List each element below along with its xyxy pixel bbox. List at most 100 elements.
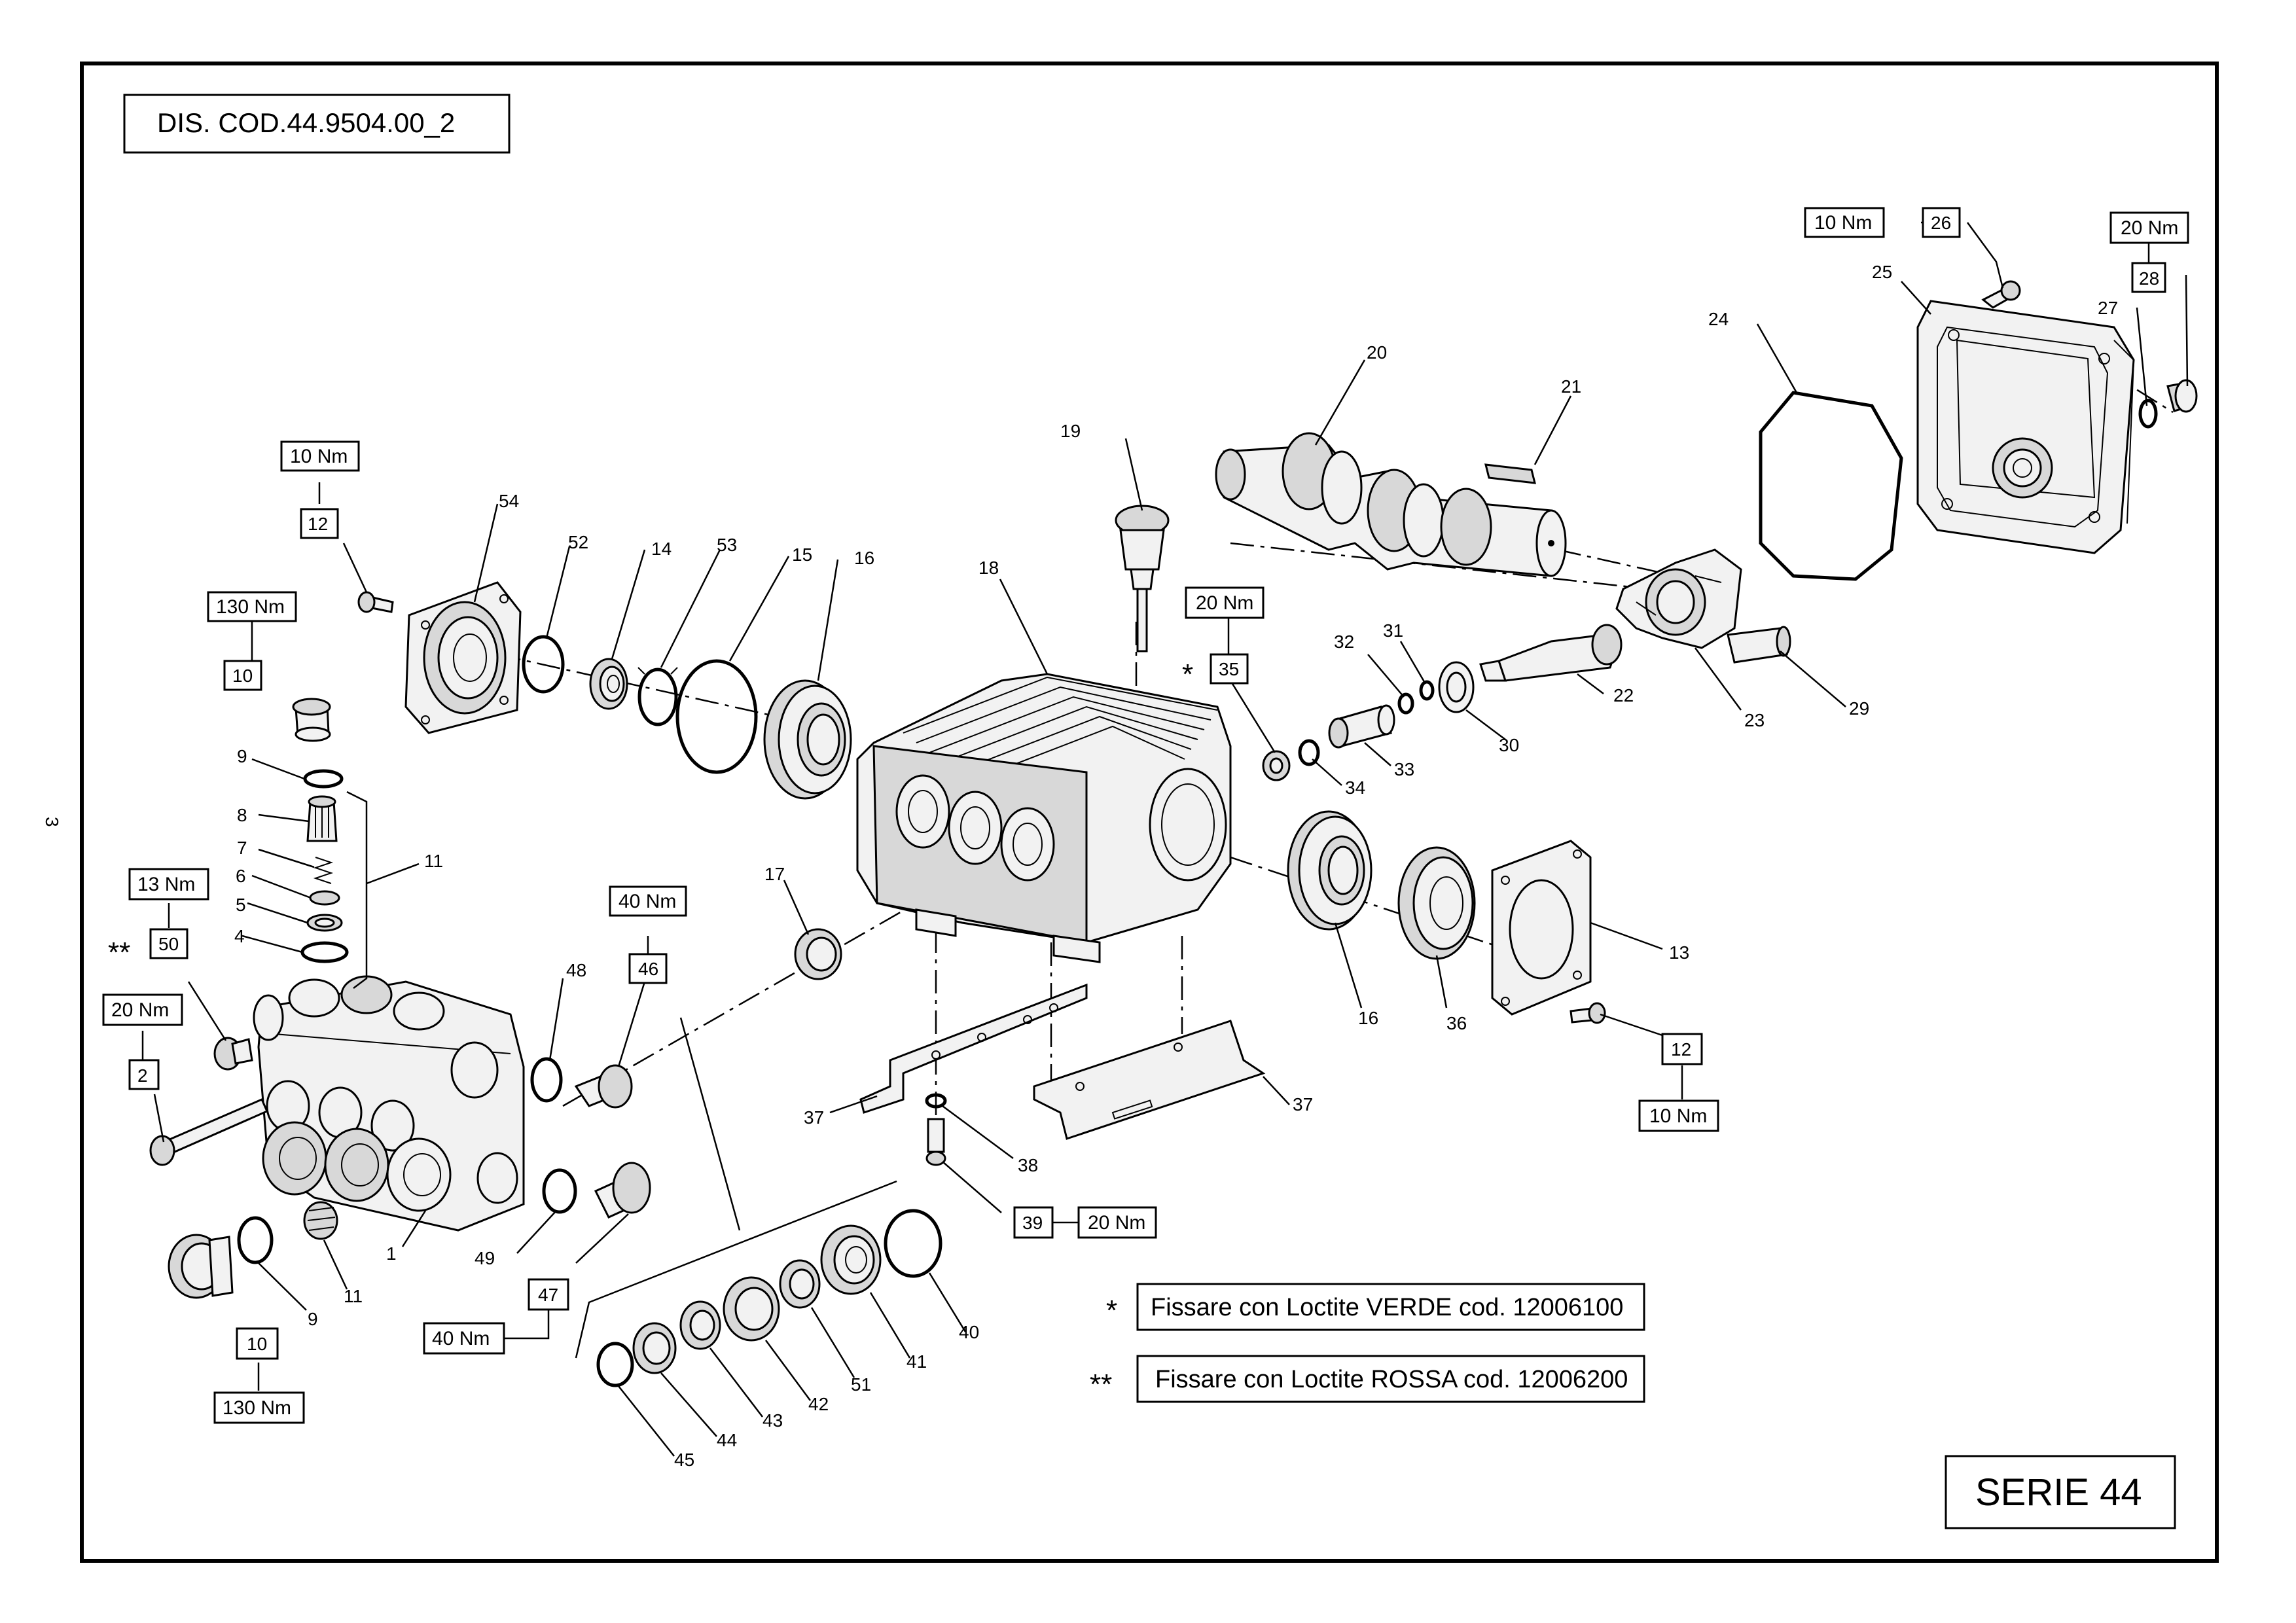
valve-spring (313, 857, 334, 884)
drawing-code: DIS. COD.44.9504.00_2 (157, 107, 455, 138)
part-label-48: 48 (566, 960, 586, 980)
part-label-17: 17 (764, 864, 785, 884)
crankshaft (1215, 432, 1567, 577)
torque-2: 20 Nm (111, 999, 169, 1021)
shaft-seal (1397, 846, 1476, 960)
seal-group-bracket (575, 1180, 897, 1359)
bearing-cover (404, 581, 522, 734)
side-flange (1491, 840, 1592, 1016)
part-label-11-bottom: 11 (344, 1286, 363, 1306)
part-label-20: 20 (1367, 342, 1387, 363)
wrist-pin (1727, 626, 1791, 664)
torque-35: 20 Nm (1196, 592, 1253, 614)
seal-42 (723, 1276, 780, 1342)
foot-screw (925, 1118, 946, 1166)
valve-cage (306, 795, 338, 842)
part-label-52: 52 (568, 532, 588, 552)
part-label-14: 14 (651, 539, 672, 559)
part-label-18: 18 (978, 558, 999, 578)
piston-guide (1479, 624, 1623, 682)
washer-34 (1298, 739, 1320, 766)
seal-43 (679, 1300, 721, 1350)
small-ring-31 (1419, 680, 1435, 701)
part-label-10-top: 10 (232, 666, 253, 686)
pump-head (253, 975, 525, 1232)
part-label-26: 26 (1931, 213, 1951, 233)
torque-10-bottom: 130 Nm (223, 1397, 291, 1419)
part-label-34: 34 (1345, 777, 1365, 798)
o-ring-9-top (303, 769, 344, 789)
bearing-left (763, 679, 852, 800)
part-label-39: 39 (1022, 1213, 1043, 1233)
part-label-37-left: 37 (804, 1107, 824, 1128)
valve-plug-bottom (168, 1234, 234, 1299)
part-label-6: 6 (236, 866, 246, 886)
cover-screw-12 (357, 591, 394, 613)
valve-plate (309, 890, 340, 906)
note-1-box (1136, 1283, 1645, 1331)
seal-41 (820, 1224, 882, 1295)
cover-screw (1981, 280, 2021, 309)
series-label: SERIE 44 (1975, 1471, 2142, 1514)
part-label-11-top: 11 (424, 851, 443, 871)
note-1-symbol: * (1106, 1294, 1117, 1327)
part-label-41: 41 (906, 1351, 927, 1372)
torque-26: 10 Nm (1814, 212, 1872, 234)
drawing-code-box (123, 94, 511, 154)
foot-washer (925, 1093, 947, 1109)
connecting-rod (1615, 548, 1742, 649)
part-label-53: 53 (717, 535, 737, 555)
part-label-4: 4 (234, 926, 245, 946)
cover-gasket (1759, 391, 1903, 581)
part-label-49: 49 (475, 1248, 495, 1268)
part-label-13: 13 (1669, 942, 1689, 963)
part-label-10-bottom: 10 (247, 1334, 267, 1354)
o-ring-4 (300, 941, 349, 963)
part-label-31: 31 (1383, 620, 1403, 641)
part-label-29: 29 (1849, 698, 1869, 719)
torque-47: 40 Nm (432, 1328, 490, 1349)
marker-35: * (1182, 658, 1193, 690)
o-ring-52 (522, 635, 565, 694)
valve-plug-top (292, 698, 331, 742)
o-ring-9-bottom (237, 1216, 274, 1264)
torque-39: 20 Nm (1088, 1212, 1145, 1234)
part-label-50: 50 (158, 934, 179, 954)
part-label-37-right: 37 (1293, 1094, 1313, 1115)
valve-seat (306, 914, 343, 932)
part-label-5: 5 (236, 895, 246, 915)
torque-12-top: 10 Nm (290, 446, 348, 467)
note-2-box (1136, 1355, 1645, 1403)
o-ring-40 (884, 1209, 942, 1278)
o-ring-15 (675, 659, 758, 774)
page-number: 3 (42, 817, 62, 827)
torque-46: 40 Nm (619, 891, 676, 912)
part-label-38: 38 (1018, 1155, 1038, 1175)
part-label-9-top: 9 (237, 746, 247, 766)
part-label-25: 25 (1872, 262, 1892, 282)
part-label-47: 47 (538, 1285, 558, 1305)
part-label-45: 45 (674, 1450, 694, 1470)
part-label-35: 35 (1219, 659, 1239, 679)
part-label-51: 51 (851, 1374, 871, 1395)
mounting-foot-right (1033, 1020, 1266, 1140)
part-label-40-top: 40 (959, 1322, 979, 1342)
oil-seal (589, 658, 628, 710)
plug-47 (594, 1162, 651, 1219)
mounting-foot-left (859, 983, 1088, 1114)
torque-28: 20 Nm (2121, 217, 2178, 239)
part-label-32: 32 (1334, 632, 1354, 652)
part-label-1: 1 (386, 1243, 397, 1264)
seal-17 (794, 928, 842, 980)
o-ring-48 (530, 1057, 563, 1103)
flange-screw (1570, 1002, 1606, 1024)
nut-35 (1262, 750, 1291, 781)
crankcase (856, 673, 1232, 963)
shaft-key (1484, 463, 1536, 484)
part-label-16-bottom: 16 (1358, 1008, 1378, 1028)
note-2-symbol: ** (1090, 1368, 1112, 1400)
part-label-42: 42 (808, 1394, 829, 1414)
torque-10-top: 130 Nm (216, 596, 285, 618)
part-label-33: 33 (1394, 759, 1414, 779)
